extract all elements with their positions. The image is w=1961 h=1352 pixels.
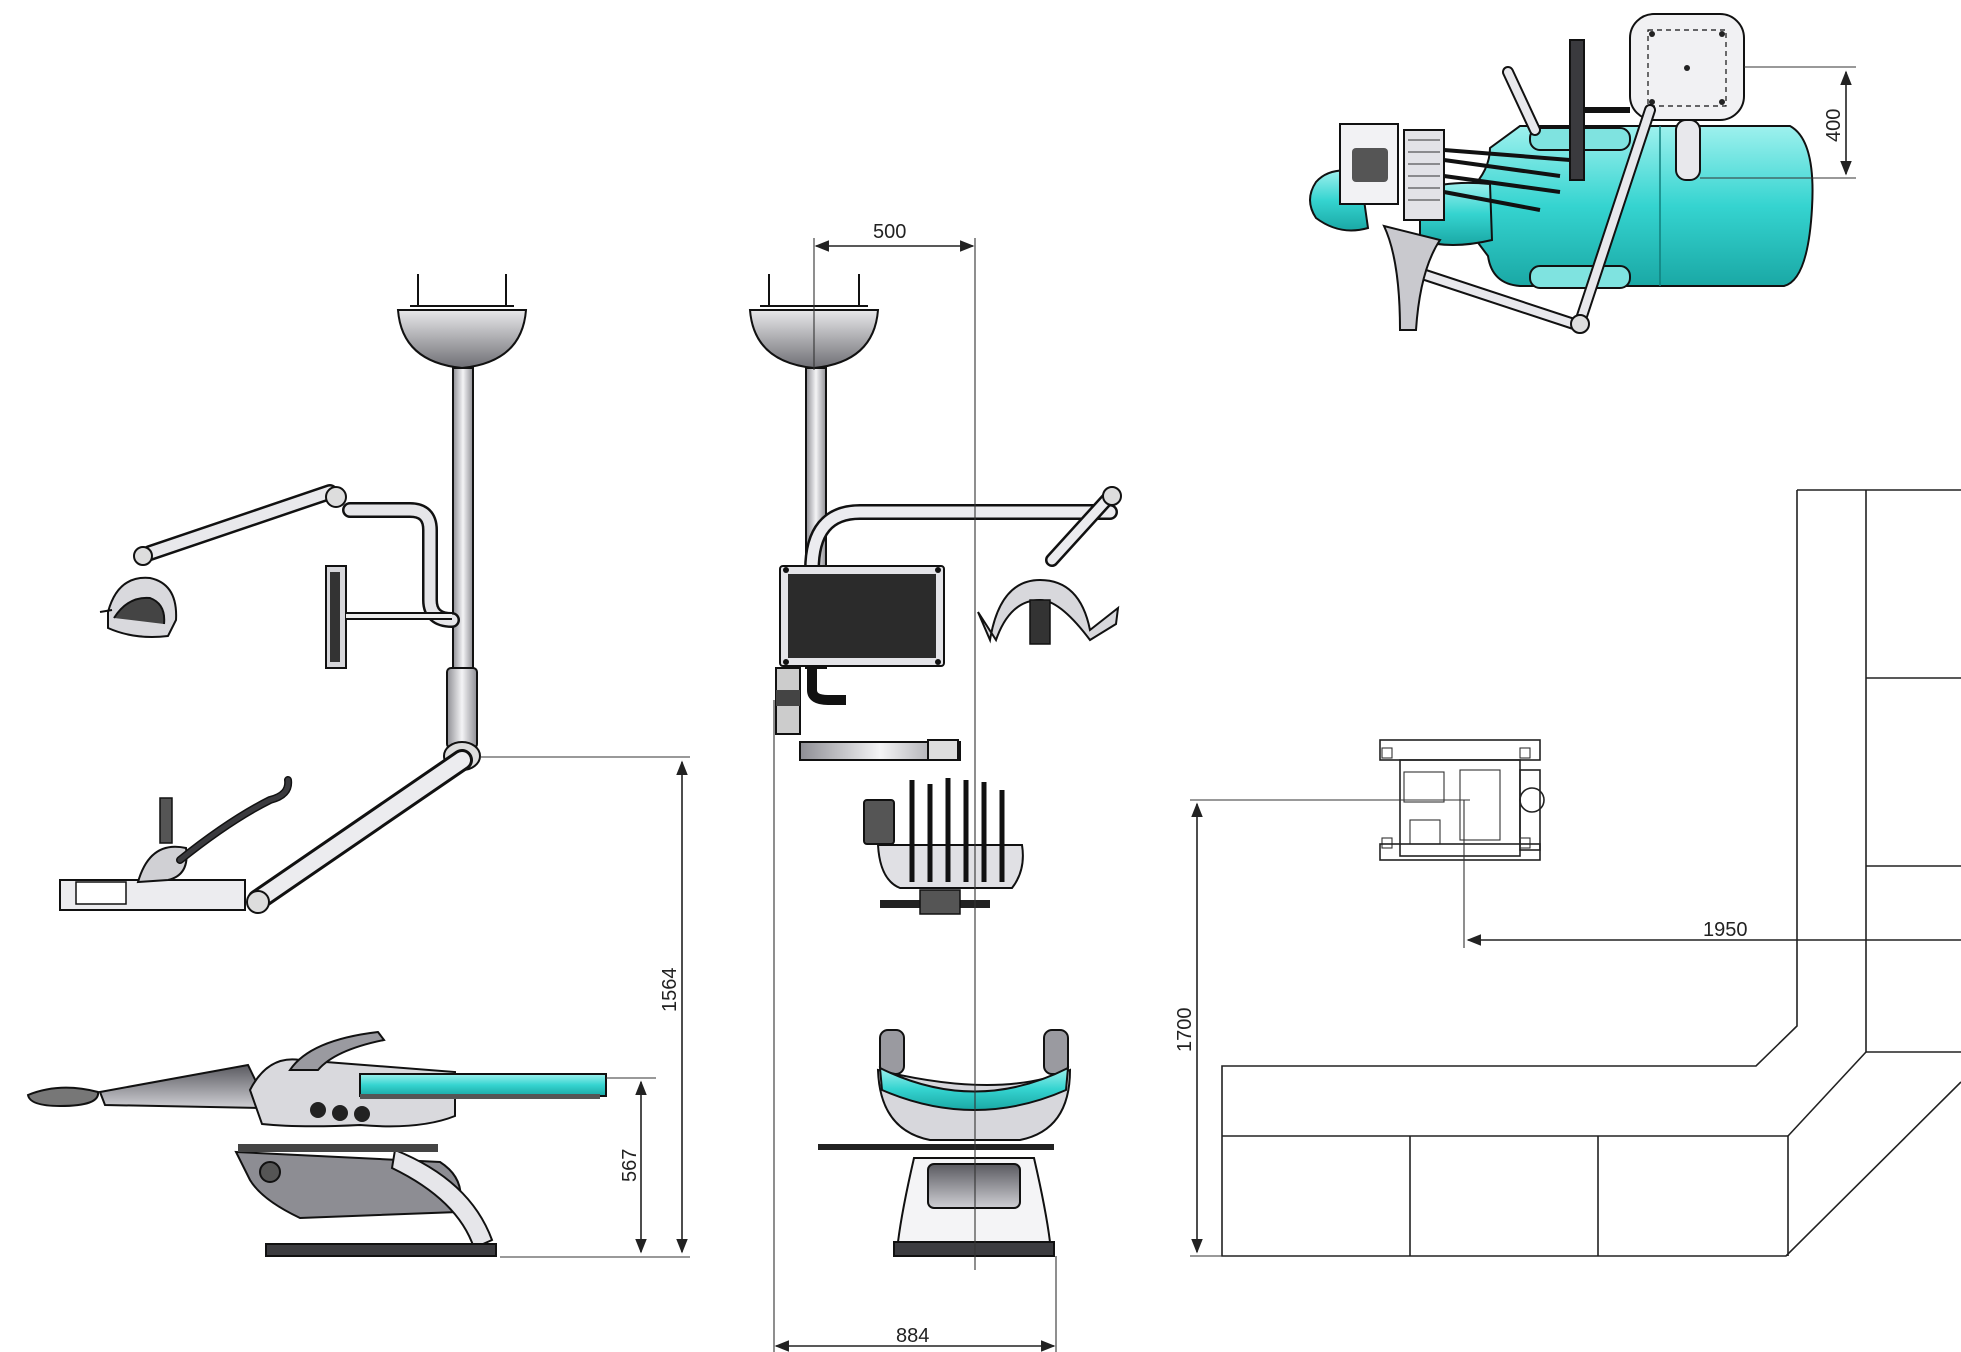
dim-chair-height: 567 — [619, 1149, 641, 1182]
monitor-side — [325, 565, 452, 669]
front-monitor — [779, 565, 945, 667]
dim-top-offset: 400 — [1823, 109, 1845, 142]
dental-chair-side — [26, 1030, 607, 1257]
side-view — [26, 274, 607, 1257]
dim-arm-reach: 500 — [873, 221, 906, 243]
dim-room-width: 1950 — [1703, 919, 1748, 941]
top-view — [1309, 13, 1814, 334]
instrument-arm — [246, 749, 473, 914]
front-view — [748, 274, 1122, 1257]
front-dimension-lines: 500 884 — [773, 221, 1057, 1352]
operating-light-head — [99, 576, 178, 638]
dim-room-height: 1700 — [1174, 1008, 1196, 1053]
mount-plate-symbol — [1379, 739, 1545, 861]
top-monitor — [1569, 39, 1585, 181]
instrument-tray-side — [59, 776, 293, 911]
cabinet-outline — [1221, 489, 1961, 1257]
ceiling-mount-bowl — [396, 274, 528, 370]
front-tray-arm — [799, 741, 961, 761]
light-support-arm — [342, 502, 460, 628]
front-chair — [818, 1029, 1072, 1257]
dim-front-width: 884 — [896, 1325, 929, 1347]
front-light-head — [977, 578, 1120, 645]
arm-joint — [446, 667, 478, 749]
floor-plan: 1950 1700 — [1174, 489, 1961, 1257]
dim-total-height: 1564 — [659, 968, 681, 1013]
top-instrument-tray — [1339, 123, 1571, 331]
top-dimension-lines: 400 — [1700, 66, 1856, 179]
operating-light-arm — [133, 484, 347, 566]
floor-plan-dimension-lines: 1950 1700 — [1174, 799, 1961, 1257]
side-dimension-lines: 1564 567 — [480, 756, 690, 1258]
front-instrument-holder — [863, 778, 1024, 915]
